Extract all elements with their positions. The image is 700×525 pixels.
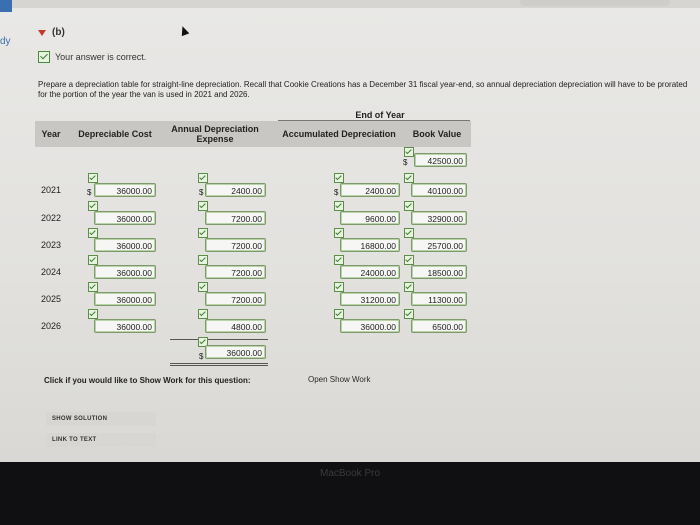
- correct-check-icon: [404, 282, 414, 292]
- correct-check-icon: [88, 173, 98, 183]
- total-rule: [170, 339, 268, 340]
- annual-expense-input[interactable]: 4800.00: [205, 319, 266, 333]
- header-divider: [278, 120, 470, 121]
- accumulated-depreciation-input[interactable]: 16800.00: [340, 238, 400, 252]
- correct-check-icon: [334, 173, 344, 183]
- header-book-value: Book Value: [412, 129, 462, 139]
- currency-symbol: $: [199, 188, 204, 197]
- correct-check-icon: [334, 309, 344, 319]
- annual-expense-input[interactable]: 2400.00: [205, 183, 266, 197]
- correct-check-icon: [88, 309, 98, 319]
- book-value-input[interactable]: 25700.00: [411, 238, 467, 252]
- double-rule: [170, 365, 268, 366]
- depreciable-cost-input[interactable]: 36000.00: [94, 238, 156, 252]
- year-label: 2025: [41, 294, 62, 304]
- correct-check-icon: [88, 255, 98, 265]
- currency-symbol: $: [403, 158, 408, 167]
- year-label: 2026: [41, 321, 62, 331]
- annual-expense-input[interactable]: 7200.00: [205, 265, 266, 279]
- correct-check-icon: [334, 228, 344, 238]
- correct-check-icon: [404, 255, 414, 265]
- correct-check-icon: [198, 201, 208, 211]
- link-to-text-button[interactable]: LINK TO TEXT: [46, 433, 156, 447]
- accumulated-depreciation-input[interactable]: 24000.00: [340, 265, 400, 279]
- year-label: 2021: [41, 185, 62, 195]
- year-label: 2024: [41, 267, 62, 277]
- correct-check-icon: [404, 228, 414, 238]
- currency-symbol: $: [334, 188, 339, 197]
- header-depreciable-cost: Depreciable Cost: [78, 129, 152, 139]
- book-value-input[interactable]: 18500.00: [411, 265, 467, 279]
- double-rule: [170, 363, 268, 364]
- open-show-work-link[interactable]: Open Show Work: [308, 375, 371, 384]
- depreciable-cost-input[interactable]: 36000.00: [94, 292, 156, 306]
- accumulated-depreciation-input[interactable]: 2400.00: [340, 183, 400, 197]
- correct-check-icon: [88, 201, 98, 211]
- end-of-year-header: End of Year: [355, 110, 405, 120]
- annual-expense-input[interactable]: 7200.00: [205, 238, 266, 252]
- correct-check-icon: [88, 282, 98, 292]
- currency-symbol: $: [87, 188, 92, 197]
- book-value-opening-input[interactable]: 42500.00: [414, 153, 467, 167]
- depreciable-cost-input[interactable]: 36000.00: [94, 183, 156, 197]
- correct-check-icon: [334, 282, 344, 292]
- screen: dy (b) Your answer is correct. Prepare a…: [0, 0, 700, 462]
- table-header-band: [35, 121, 471, 147]
- currency-symbol: $: [199, 352, 204, 361]
- top-tab: [520, 0, 670, 6]
- correct-check-icon: [404, 309, 414, 319]
- device-label: MacBook Pro: [319, 468, 381, 479]
- chevron-down-icon: [38, 29, 46, 36]
- show-work-prompt: Click if you would like to Show Work for…: [44, 376, 251, 385]
- instructions: Prepare a depreciation table for straigh…: [38, 80, 688, 99]
- header-annual-expense: Annual Depreciation Expense: [171, 124, 259, 144]
- year-label: 2023: [41, 240, 62, 250]
- section-label: (b): [52, 27, 65, 38]
- accumulated-depreciation-input[interactable]: 31200.00: [340, 292, 400, 306]
- header-accumulated: Accumulated Depreciation: [282, 129, 396, 139]
- annual-expense-input[interactable]: 7200.00: [205, 292, 266, 306]
- correct-check-icon: [198, 173, 208, 183]
- book-value-input[interactable]: 40100.00: [411, 183, 467, 197]
- total-expense-input[interactable]: 36000.00: [205, 345, 266, 359]
- section-toggle[interactable]: (b): [38, 27, 65, 38]
- app-corner-icon[interactable]: [0, 0, 12, 12]
- book-value-input[interactable]: 32900.00: [411, 211, 467, 225]
- book-value-input[interactable]: 11300.00: [411, 292, 467, 306]
- laptop-bezel: MacBook Pro: [0, 462, 700, 525]
- correct-check-icon: [334, 201, 344, 211]
- book-value-input[interactable]: 6500.00: [411, 319, 467, 333]
- sidebar-fragment: dy: [0, 36, 11, 47]
- feedback-text: Your answer is correct.: [55, 52, 147, 62]
- year-label: 2022: [41, 213, 62, 223]
- header-year: Year: [41, 129, 61, 139]
- feedback-banner: Your answer is correct.: [38, 51, 146, 63]
- correct-check-icon: [404, 173, 414, 183]
- show-solution-button[interactable]: SHOW SOLUTION: [46, 412, 156, 426]
- accumulated-depreciation-input[interactable]: 9600.00: [340, 211, 400, 225]
- depreciable-cost-input[interactable]: 36000.00: [94, 319, 156, 333]
- correct-check-icon: [404, 147, 414, 157]
- mouse-cursor-icon: [178, 24, 190, 37]
- depreciable-cost-input[interactable]: 36000.00: [94, 265, 156, 279]
- correct-check-icon: [198, 255, 208, 265]
- top-strip: [0, 0, 700, 12]
- correct-check-icon: [198, 282, 208, 292]
- accumulated-depreciation-input[interactable]: 36000.00: [340, 319, 400, 333]
- correct-check-icon: [198, 309, 208, 319]
- correct-check-icon: [198, 337, 208, 347]
- depreciable-cost-input[interactable]: 36000.00: [94, 211, 156, 225]
- checkmark-icon: [38, 51, 50, 63]
- correct-check-icon: [404, 201, 414, 211]
- correct-check-icon: [198, 228, 208, 238]
- correct-check-icon: [334, 255, 344, 265]
- annual-expense-input[interactable]: 7200.00: [205, 211, 266, 225]
- correct-check-icon: [88, 228, 98, 238]
